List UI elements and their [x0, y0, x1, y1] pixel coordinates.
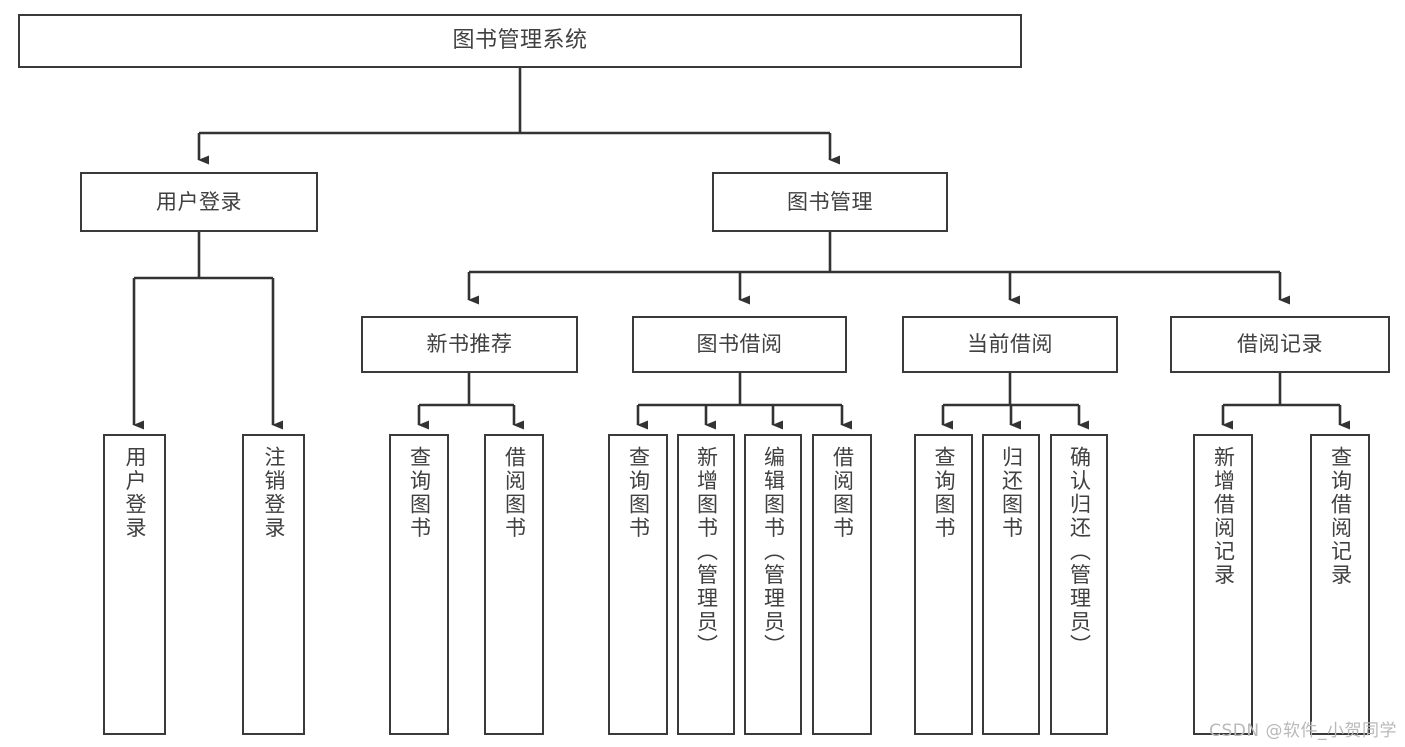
node-leaf-borrow-borrow-book[interactable]: 借阅图书: [812, 434, 872, 735]
node-leaf-current-confirm-return[interactable]: 确认归还（管理员）: [1050, 434, 1108, 735]
node-user-login[interactable]: 用户登录: [80, 172, 318, 232]
node-label: 借阅记录: [1237, 332, 1323, 357]
node-leaf-borrow-query-book[interactable]: 查询图书: [608, 434, 668, 735]
node-label: 新增借阅记录: [1211, 446, 1236, 587]
node-label: 借阅图书: [502, 446, 527, 540]
node-label: 图书管理: [787, 189, 873, 214]
node-new-book-recommend[interactable]: 新书推荐: [361, 316, 578, 373]
csdn-watermark: CSDN @软件_小贺同学: [1209, 721, 1397, 741]
node-book-borrow[interactable]: 图书借阅: [632, 316, 847, 373]
node-label: 确认归还（管理员）: [1067, 446, 1092, 658]
node-leaf-borrow-edit-book[interactable]: 编辑图书（管理员）: [744, 434, 802, 735]
node-leaf-record-query[interactable]: 查询借阅记录: [1310, 434, 1370, 735]
node-leaf-rec-query-book[interactable]: 查询图书: [389, 434, 449, 735]
node-label: 用户登录: [156, 189, 242, 214]
node-label: 查询图书: [932, 446, 956, 540]
node-label: 新增图书（管理员）: [694, 446, 719, 658]
node-leaf-user-logout[interactable]: 注销登录: [242, 434, 305, 735]
node-current-borrow[interactable]: 当前借阅: [902, 316, 1118, 373]
node-label: 查询借阅记录: [1328, 446, 1353, 587]
node-label: 当前借阅: [967, 332, 1053, 357]
node-leaf-user-login[interactable]: 用户登录: [103, 434, 166, 735]
node-label: 图书管理系统: [452, 28, 588, 54]
node-label: 用户登录: [123, 446, 147, 540]
node-leaf-record-add[interactable]: 新增借阅记录: [1193, 434, 1253, 735]
node-label: 注销登录: [262, 446, 286, 540]
node-borrow-record[interactable]: 借阅记录: [1170, 316, 1390, 373]
node-leaf-rec-borrow-book[interactable]: 借阅图书: [484, 434, 544, 735]
node-label: 新书推荐: [426, 332, 513, 357]
node-root-book-management-system[interactable]: 图书管理系统: [18, 14, 1022, 68]
node-label: 编辑图书（管理员）: [761, 446, 786, 658]
node-label: 查询图书: [626, 446, 651, 540]
node-leaf-current-return-book[interactable]: 归还图书: [982, 434, 1040, 735]
node-label: 查询图书: [407, 446, 432, 540]
node-label: 归还图书: [999, 446, 1024, 540]
node-leaf-current-query-book[interactable]: 查询图书: [914, 434, 973, 735]
node-leaf-borrow-add-book[interactable]: 新增图书（管理员）: [677, 434, 735, 735]
node-label: 借阅图书: [830, 446, 855, 540]
node-label: 图书借阅: [696, 332, 783, 357]
node-book-manage[interactable]: 图书管理: [712, 172, 948, 232]
